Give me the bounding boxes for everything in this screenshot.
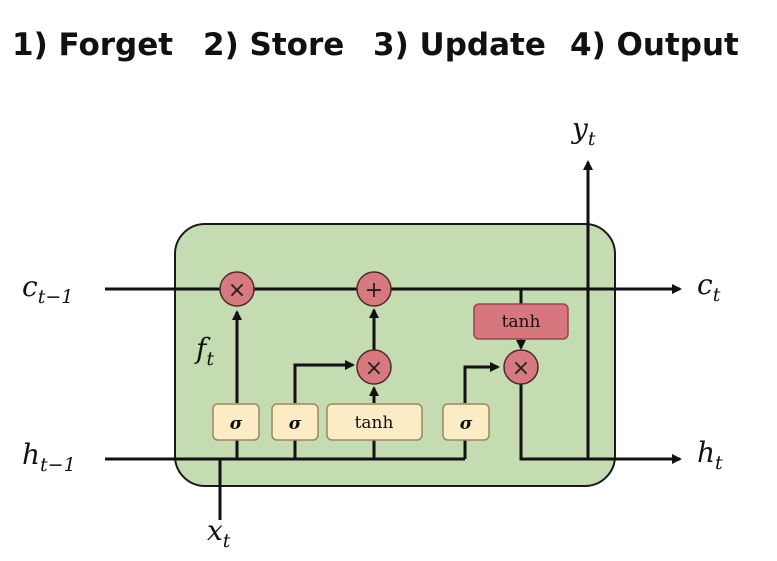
title-forget: 1) Forget <box>12 27 173 63</box>
forget-multiply-op: × <box>219 271 255 307</box>
cell-tanh-label: tanh <box>502 312 541 332</box>
input-sigma-label: σ <box>289 414 302 434</box>
label-y-output: yt <box>570 112 596 150</box>
output-multiply-op: × <box>503 349 539 385</box>
input-gate-output <box>293 360 355 403</box>
output-sigma-gate: σ <box>442 403 490 441</box>
forget-sigma-gate: σ <box>212 403 260 441</box>
forget-multiply-symbol: × <box>228 278 246 303</box>
output-sigma-label: σ <box>460 414 473 434</box>
title-output: 4) Output <box>570 27 739 63</box>
cell-add-symbol: + <box>365 278 383 303</box>
label-h-prev: ht−1 <box>22 438 76 476</box>
cell-add-op: + <box>356 271 392 307</box>
lstm-cell-body <box>174 223 616 487</box>
input-multiply-symbol: × <box>365 356 383 381</box>
input-sigma-gate: σ <box>271 403 319 441</box>
forget-sigma-label: σ <box>230 414 243 434</box>
hidden-output-line <box>519 384 682 464</box>
input-multiply-op: × <box>356 349 392 385</box>
label-h-next: ht <box>697 436 723 474</box>
candidate-tanh-label: tanh <box>355 413 394 433</box>
label-c-prev: ct−1 <box>22 270 73 308</box>
title-store: 2) Store <box>203 27 344 63</box>
label-x-input: xt <box>207 514 231 552</box>
output-multiply-symbol: × <box>512 356 530 381</box>
title-update: 3) Update <box>373 27 546 63</box>
cell-tanh-gate: tanh <box>473 303 569 340</box>
candidate-tanh-gate: tanh <box>326 403 423 441</box>
output-gate-output <box>463 362 500 403</box>
label-c-next: ct <box>697 268 721 306</box>
